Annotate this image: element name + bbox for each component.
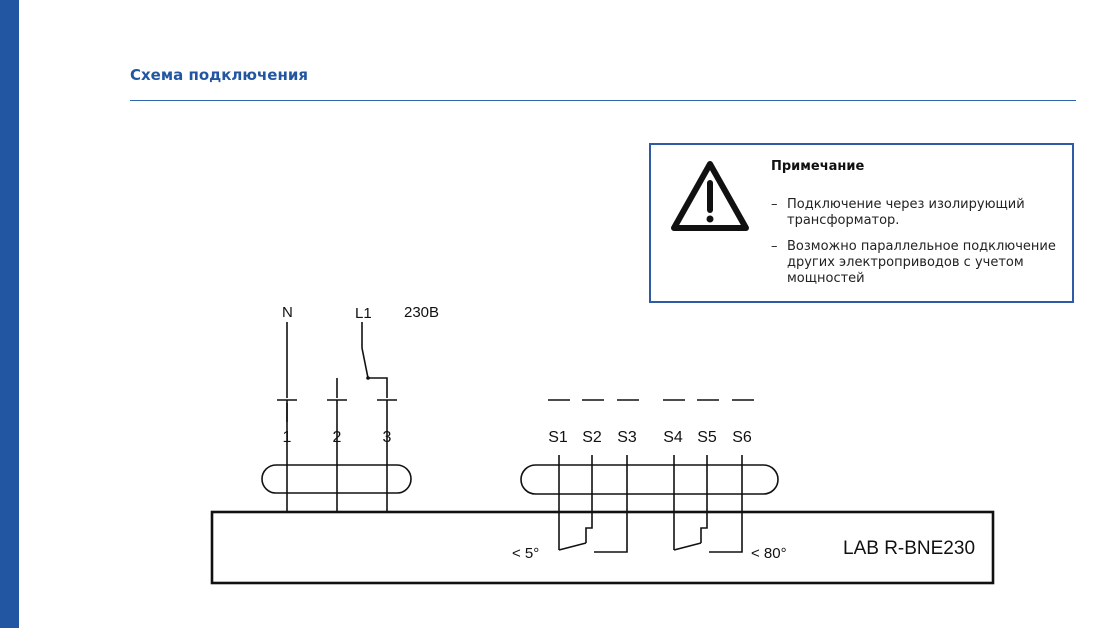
page-title: Схема подключения: [130, 66, 308, 84]
label-l1: L1: [355, 305, 372, 322]
switch-1-label: < 5°: [512, 545, 539, 562]
switch-2-label: < 80°: [751, 545, 787, 562]
switch-2-blade: [673, 542, 702, 551]
aux-terminal-label: S1: [548, 429, 568, 446]
switch-1-blade: [558, 542, 587, 551]
wire-l1-to-3: [368, 377, 388, 398]
label-voltage: 230В: [404, 304, 439, 321]
wire-s6: [709, 455, 743, 553]
aux-terminal-label: S4: [663, 429, 683, 446]
terminal-label: 3: [383, 429, 392, 446]
note-item-text: Возможно параллельное подключение других…: [787, 239, 1056, 286]
terminal-label: 1: [283, 429, 292, 446]
title-divider: [130, 100, 1076, 101]
bullet-dash: –: [771, 239, 778, 254]
l1-switch-blade: [361, 347, 369, 379]
wire-s3: [594, 455, 628, 553]
terminal-label: 2: [333, 429, 342, 446]
wire-s2: [585, 455, 593, 543]
note-item: – Возможно параллельное подключение друг…: [771, 239, 1061, 287]
note-list: – Подключение через изолирующий трансфор…: [771, 197, 1061, 297]
l1-switch-pivot: [366, 376, 370, 380]
aux-cable-gland: [520, 464, 779, 495]
aux-terminal-label: S3: [617, 429, 637, 446]
bullet-dash: –: [771, 197, 778, 212]
aux-terminal-label: S2: [582, 429, 602, 446]
device-label: LAB R-BNE230: [843, 538, 975, 559]
device-body: [210, 510, 995, 585]
note-title: Примечание: [771, 159, 865, 174]
sidebar-accent-bar: [0, 0, 19, 628]
note-item-text: Подключение через изолирующий трансформа…: [787, 197, 1025, 228]
label-n: N: [282, 304, 293, 321]
wire-s5: [700, 455, 708, 543]
note-box: Примечание – Подключение через изолирующ…: [649, 143, 1074, 303]
note-item: – Подключение через изолирующий трансфор…: [771, 197, 1061, 229]
aux-terminal-label: S6: [732, 429, 752, 446]
aux-terminal-label: S5: [697, 429, 717, 446]
warning-triangle-icon: [671, 161, 749, 231]
